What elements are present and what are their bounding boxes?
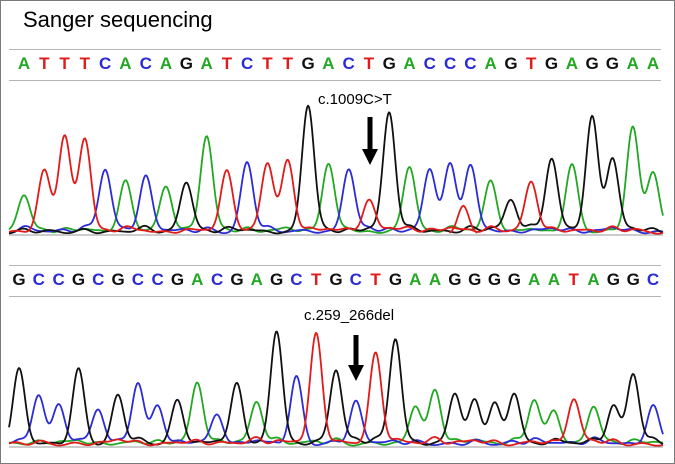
down-arrow-icon — [348, 335, 364, 381]
sequence-top-rule — [9, 49, 661, 50]
base-call: G — [111, 270, 125, 289]
base-call: C — [241, 54, 254, 73]
base-call: C — [349, 270, 362, 289]
base-call: T — [310, 270, 322, 289]
base-call: C — [210, 270, 224, 289]
trace-channel-t — [8, 332, 664, 447]
base-call: C — [99, 54, 112, 73]
chromatogram-trace — [8, 330, 664, 448]
base-call: G — [230, 270, 244, 289]
base-call: G — [544, 54, 559, 73]
base-call: C — [52, 270, 65, 289]
base-call: A — [409, 270, 422, 289]
base-call: T — [568, 270, 579, 289]
down-arrow-icon — [362, 117, 378, 165]
base-call: C — [342, 54, 355, 73]
base-call: A — [587, 270, 600, 289]
base-call: A — [527, 270, 541, 289]
base-call: A — [626, 54, 639, 73]
sequence-top-rule — [9, 265, 661, 266]
base-call: G — [170, 270, 185, 289]
base-call: C — [290, 270, 303, 289]
base-call: C — [423, 54, 436, 73]
base-call: A — [428, 270, 442, 289]
sequence-bottom-rule — [9, 80, 661, 81]
base-call: G — [301, 54, 315, 73]
base-call: G — [507, 270, 521, 289]
base-call: T — [363, 54, 375, 73]
base-call: G — [382, 54, 396, 73]
base-call: G — [71, 270, 86, 289]
base-call: G — [626, 270, 640, 289]
mutation-label: c.1009C>T — [318, 91, 392, 108]
minor-peak — [448, 204, 478, 234]
base-call: T — [221, 54, 233, 73]
base-call: G — [487, 270, 502, 289]
trace-channel-a — [8, 125, 664, 234]
base-call: T — [370, 270, 381, 289]
base-call: A — [191, 270, 204, 289]
base-call: T — [262, 54, 273, 73]
base-call: A — [119, 54, 132, 73]
base-call: G — [605, 54, 620, 73]
base-call: C — [139, 54, 152, 73]
base-call: T — [526, 54, 537, 73]
base-call: A — [646, 54, 660, 73]
base-call: G — [468, 270, 482, 289]
sequence-bottom-rule — [9, 296, 661, 297]
base-call: C — [131, 270, 145, 289]
base-call: A — [565, 54, 578, 73]
base-call: G — [388, 270, 403, 289]
mutation-label: c.259_266del — [304, 307, 395, 324]
base-call: G — [12, 270, 26, 289]
base-call: G — [179, 54, 193, 73]
base-call: T — [282, 54, 293, 73]
base-call: A — [159, 54, 173, 73]
base-call: T — [39, 54, 50, 73]
base-call: A — [403, 54, 416, 73]
base-call: C — [32, 270, 45, 289]
base-call: C — [464, 54, 477, 73]
base-call: G — [606, 270, 620, 289]
base-call: G — [329, 270, 343, 289]
base-call: T — [79, 54, 91, 73]
base-call: C — [443, 54, 457, 73]
chromatogram-trace — [8, 104, 664, 236]
figure-title: Sanger sequencing — [23, 7, 213, 32]
trace-channel-t — [8, 134, 664, 235]
base-call: A — [200, 54, 213, 73]
trace-channel-a — [9, 381, 664, 447]
base-call: G — [585, 54, 599, 73]
base-call: A — [322, 54, 335, 73]
base-call: G — [504, 54, 518, 73]
base-call: A — [547, 270, 561, 289]
trace-channel-g — [8, 104, 664, 235]
base-call: T — [59, 54, 70, 73]
base-call: G — [269, 270, 284, 289]
base-call: A — [484, 54, 497, 73]
base-call: C — [646, 270, 660, 289]
base-call: A — [250, 270, 263, 289]
base-call: A — [17, 54, 31, 73]
trace-channel-c — [8, 161, 664, 235]
trace-channel-g — [8, 330, 664, 446]
base-call: G — [448, 270, 462, 289]
base-call: C — [151, 270, 164, 289]
base-call: C — [92, 270, 105, 289]
